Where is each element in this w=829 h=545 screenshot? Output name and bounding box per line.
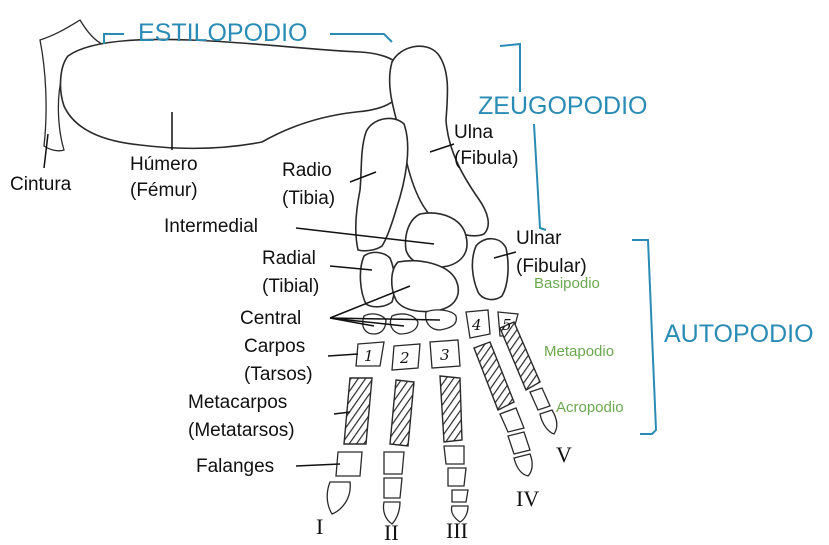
acropodio-label: Acropodio <box>556 399 624 416</box>
leader-falanges <box>296 464 340 466</box>
phalanx-IV-1 <box>500 408 524 432</box>
metacarpos-label: Metacarpos <box>188 392 287 413</box>
metatarsos-label: (Metatarsos) <box>188 420 295 441</box>
basipodio-label: Basipodio <box>534 275 600 292</box>
metacarpal-I <box>344 378 372 444</box>
fibular-label: (Fibular) <box>516 256 587 277</box>
radial-label: Radial <box>262 248 316 269</box>
metapodio-label: Metapodio <box>544 343 614 360</box>
carpal-number-5: 5 <box>502 316 512 334</box>
zeugopodio-bracket <box>500 44 520 92</box>
ulna-label: Ulna <box>454 122 494 143</box>
tibial-label: (Tibial) <box>262 276 319 297</box>
ulnare-bone <box>472 239 508 300</box>
tarsos-label: (Tarsos) <box>244 364 313 385</box>
estilopodio-bracket-right <box>330 34 392 42</box>
carpal-number-4: 4 <box>471 316 482 334</box>
central-bone-2 <box>390 314 418 334</box>
digit-numeral-II: II <box>384 520 399 545</box>
fibula-label: (Fibula) <box>454 148 518 169</box>
phalanx-IV-ungual <box>514 454 532 476</box>
carpos-label: Carpos <box>244 336 305 357</box>
carpal-number-3: 3 <box>440 346 450 364</box>
central-bone-large <box>392 261 459 312</box>
phalanx-III-2 <box>448 468 466 486</box>
phalanx-II-2 <box>384 478 402 498</box>
tibia-label: (Tibia) <box>282 188 335 209</box>
autopodio-bracket <box>632 240 656 434</box>
digit-numeral-III: III <box>446 518 468 543</box>
phalanx-II-1 <box>384 452 404 474</box>
phalanx-III-1 <box>444 446 464 464</box>
phalanx-III-3 <box>452 490 468 502</box>
metacarpal-III <box>440 376 462 442</box>
digit-numeral-I: I <box>316 514 323 539</box>
central-label: Central <box>240 308 301 329</box>
humerus-bone <box>61 39 406 148</box>
femur-label: (Fémur) <box>130 180 198 201</box>
falanges-label: Falanges <box>196 456 274 477</box>
estilopodio-label: ESTILOPODIO <box>138 19 307 47</box>
phalanx-I-ungual <box>327 482 350 514</box>
humero-label: Húmero <box>130 154 198 175</box>
metacarpal-II <box>390 380 414 446</box>
intermedial-label: Intermedial <box>164 216 258 237</box>
zeugopodio-label: ZEUGOPODIO <box>478 92 647 120</box>
radio-label: Radio <box>282 160 332 181</box>
autopodio-label: AUTOPODIO <box>664 320 814 348</box>
zeugopodio-bracket-lower <box>534 124 546 230</box>
phalanx-IV-2 <box>508 432 530 454</box>
leader-carpos <box>328 354 358 356</box>
radius-bone <box>356 118 408 250</box>
phalanx-V-1 <box>530 388 550 410</box>
carpal-number-2: 2 <box>399 349 410 367</box>
metacarpal-IV <box>474 342 514 410</box>
digit-numeral-V: V <box>556 442 572 467</box>
ulnar-label: Ulnar <box>516 228 562 249</box>
digit-numeral-IV: IV <box>516 486 539 511</box>
phalanx-V-ungual <box>540 410 557 434</box>
cintura-label: Cintura <box>10 174 72 195</box>
carpal-number-1: 1 <box>364 347 374 365</box>
